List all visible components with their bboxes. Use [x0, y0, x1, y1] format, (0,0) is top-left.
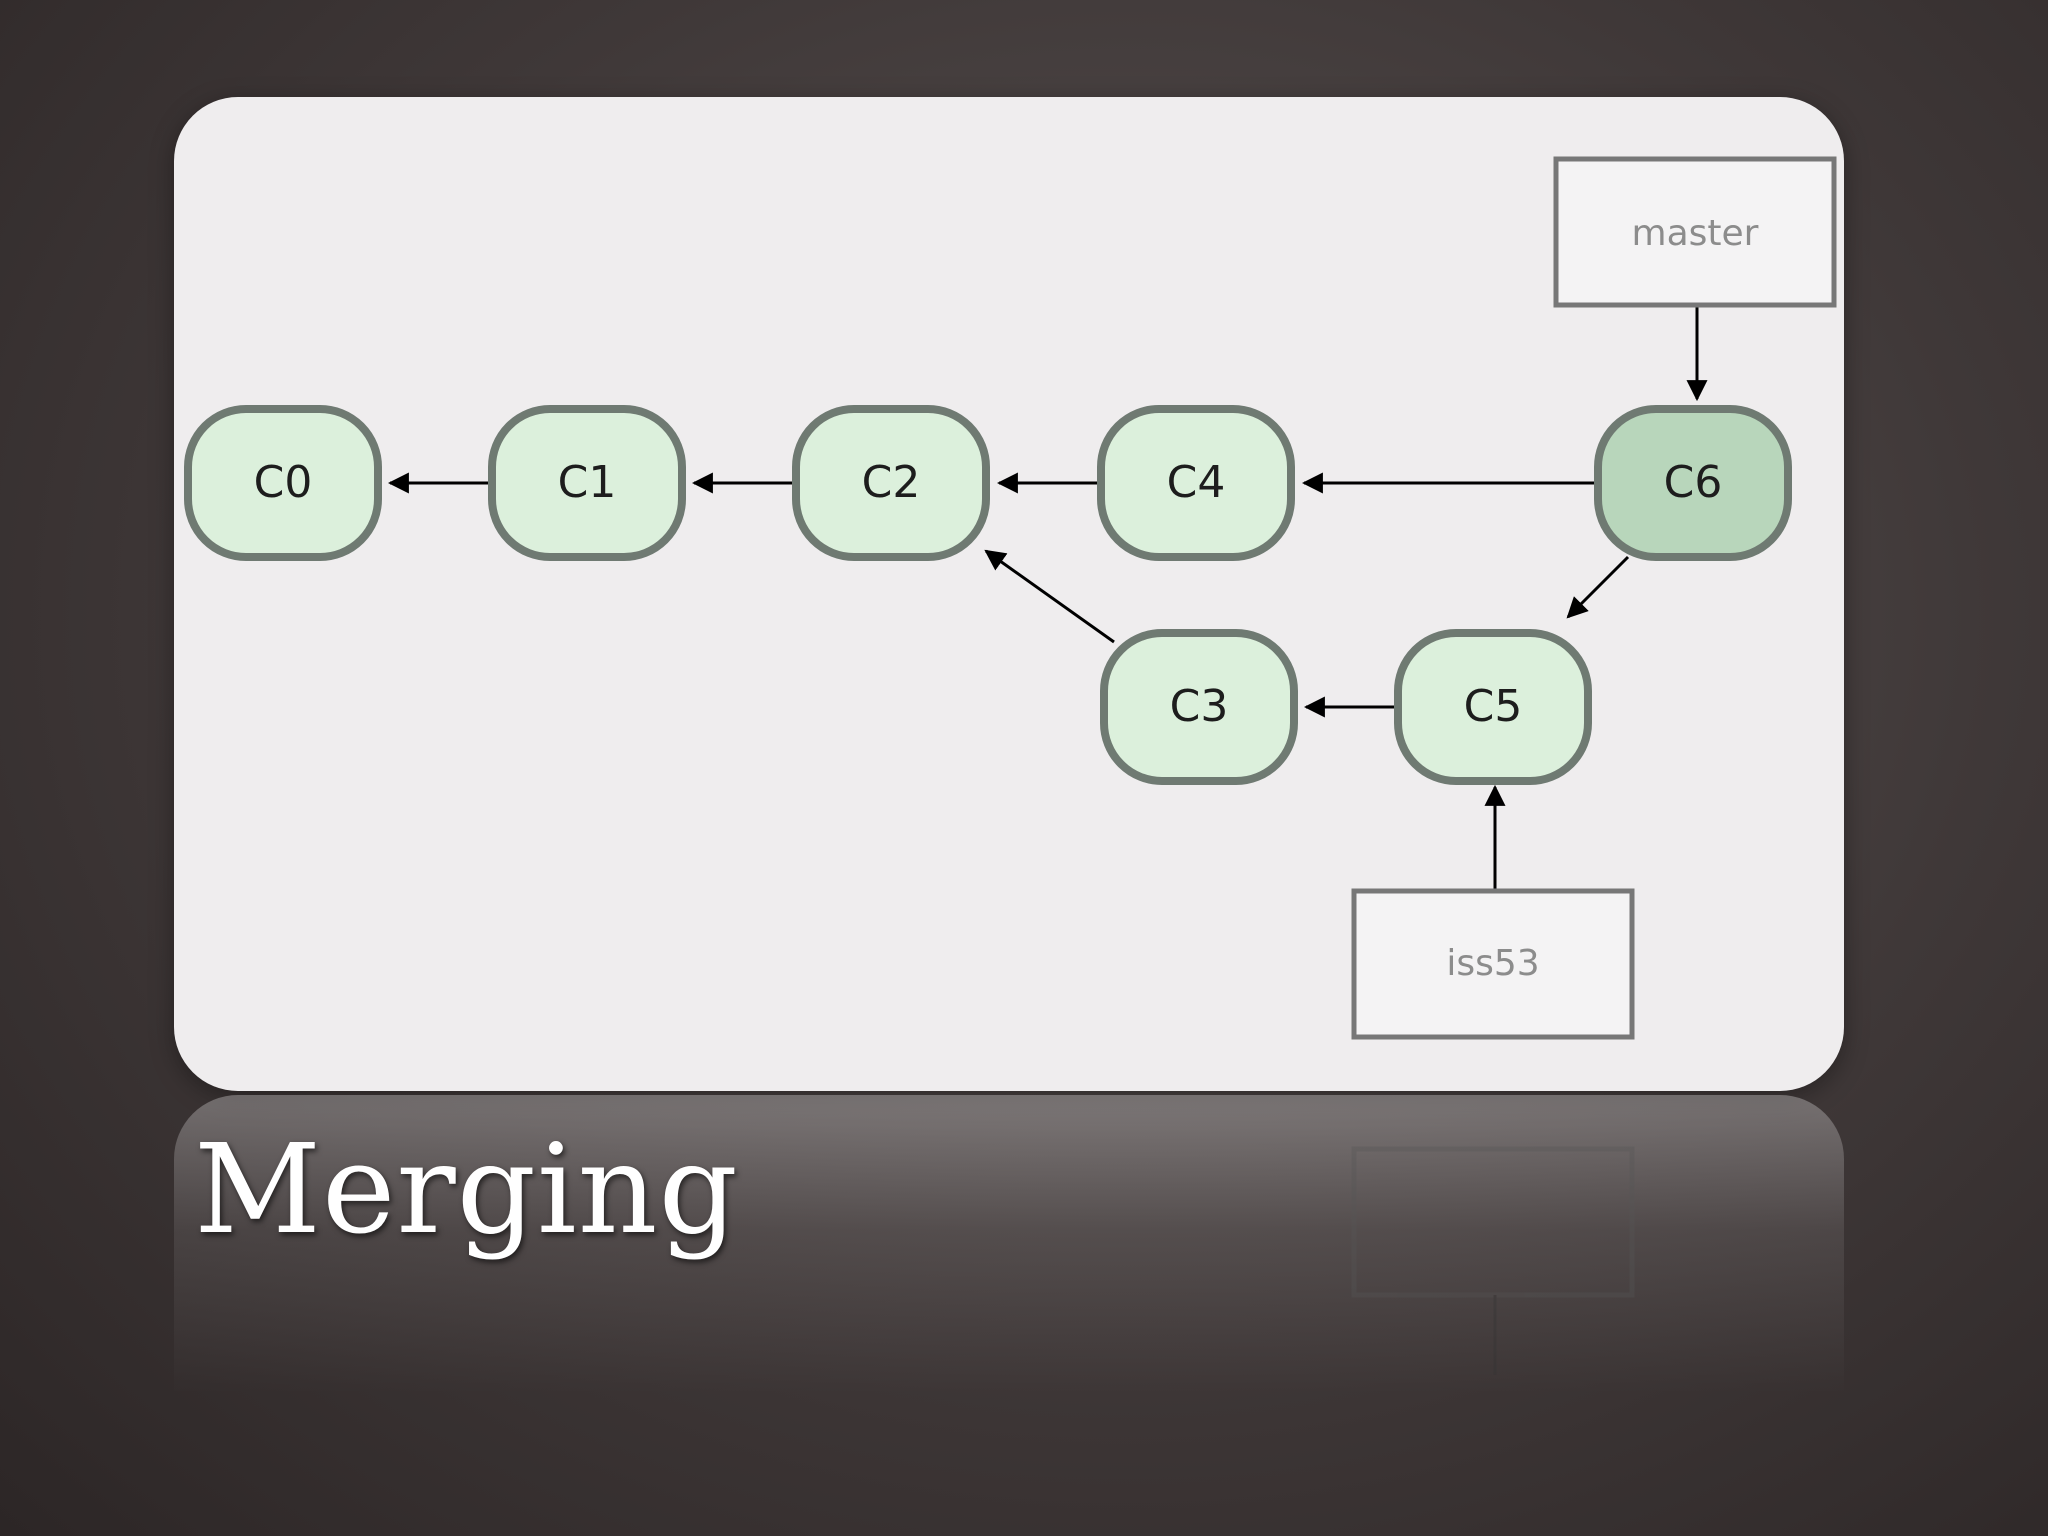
commit-c6: C6 — [1594, 405, 1792, 561]
commit-label: C2 — [862, 457, 921, 508]
branch-label: master — [1632, 213, 1759, 254]
branch-label: iss53 — [1446, 943, 1539, 984]
edges — [387, 307, 1708, 889]
commit-label: C4 — [1167, 457, 1226, 508]
commit-c3: C3 — [1100, 629, 1298, 785]
edge-c3-c2 — [984, 549, 1115, 644]
edge-c6-c5 — [1566, 555, 1630, 619]
commit-label: C1 — [558, 457, 617, 508]
commit-label: C6 — [1664, 457, 1723, 508]
commit-c2: C2 — [792, 405, 990, 561]
branch-iss53: iss53 — [1351, 888, 1635, 1040]
commit-label: C0 — [254, 457, 313, 508]
commit-c5: C5 — [1394, 629, 1592, 785]
slide-title: Merging — [194, 1118, 739, 1262]
commit-c1: C1 — [488, 405, 686, 561]
reflection-drawing — [1351, 1146, 1635, 1375]
card-reflection — [174, 1095, 1844, 1395]
commit-label: C5 — [1464, 681, 1523, 732]
branch-master: master — [1553, 156, 1837, 308]
diagram-card: C0 C1 C2 C4 C6 C3 C5 master — [174, 97, 1844, 1091]
commit-c0: C0 — [184, 405, 382, 561]
commit-label: C3 — [1170, 681, 1229, 732]
git-merge-diagram: C0 C1 C2 C4 C6 C3 C5 master — [184, 156, 1837, 1040]
commit-c4: C4 — [1097, 405, 1295, 561]
